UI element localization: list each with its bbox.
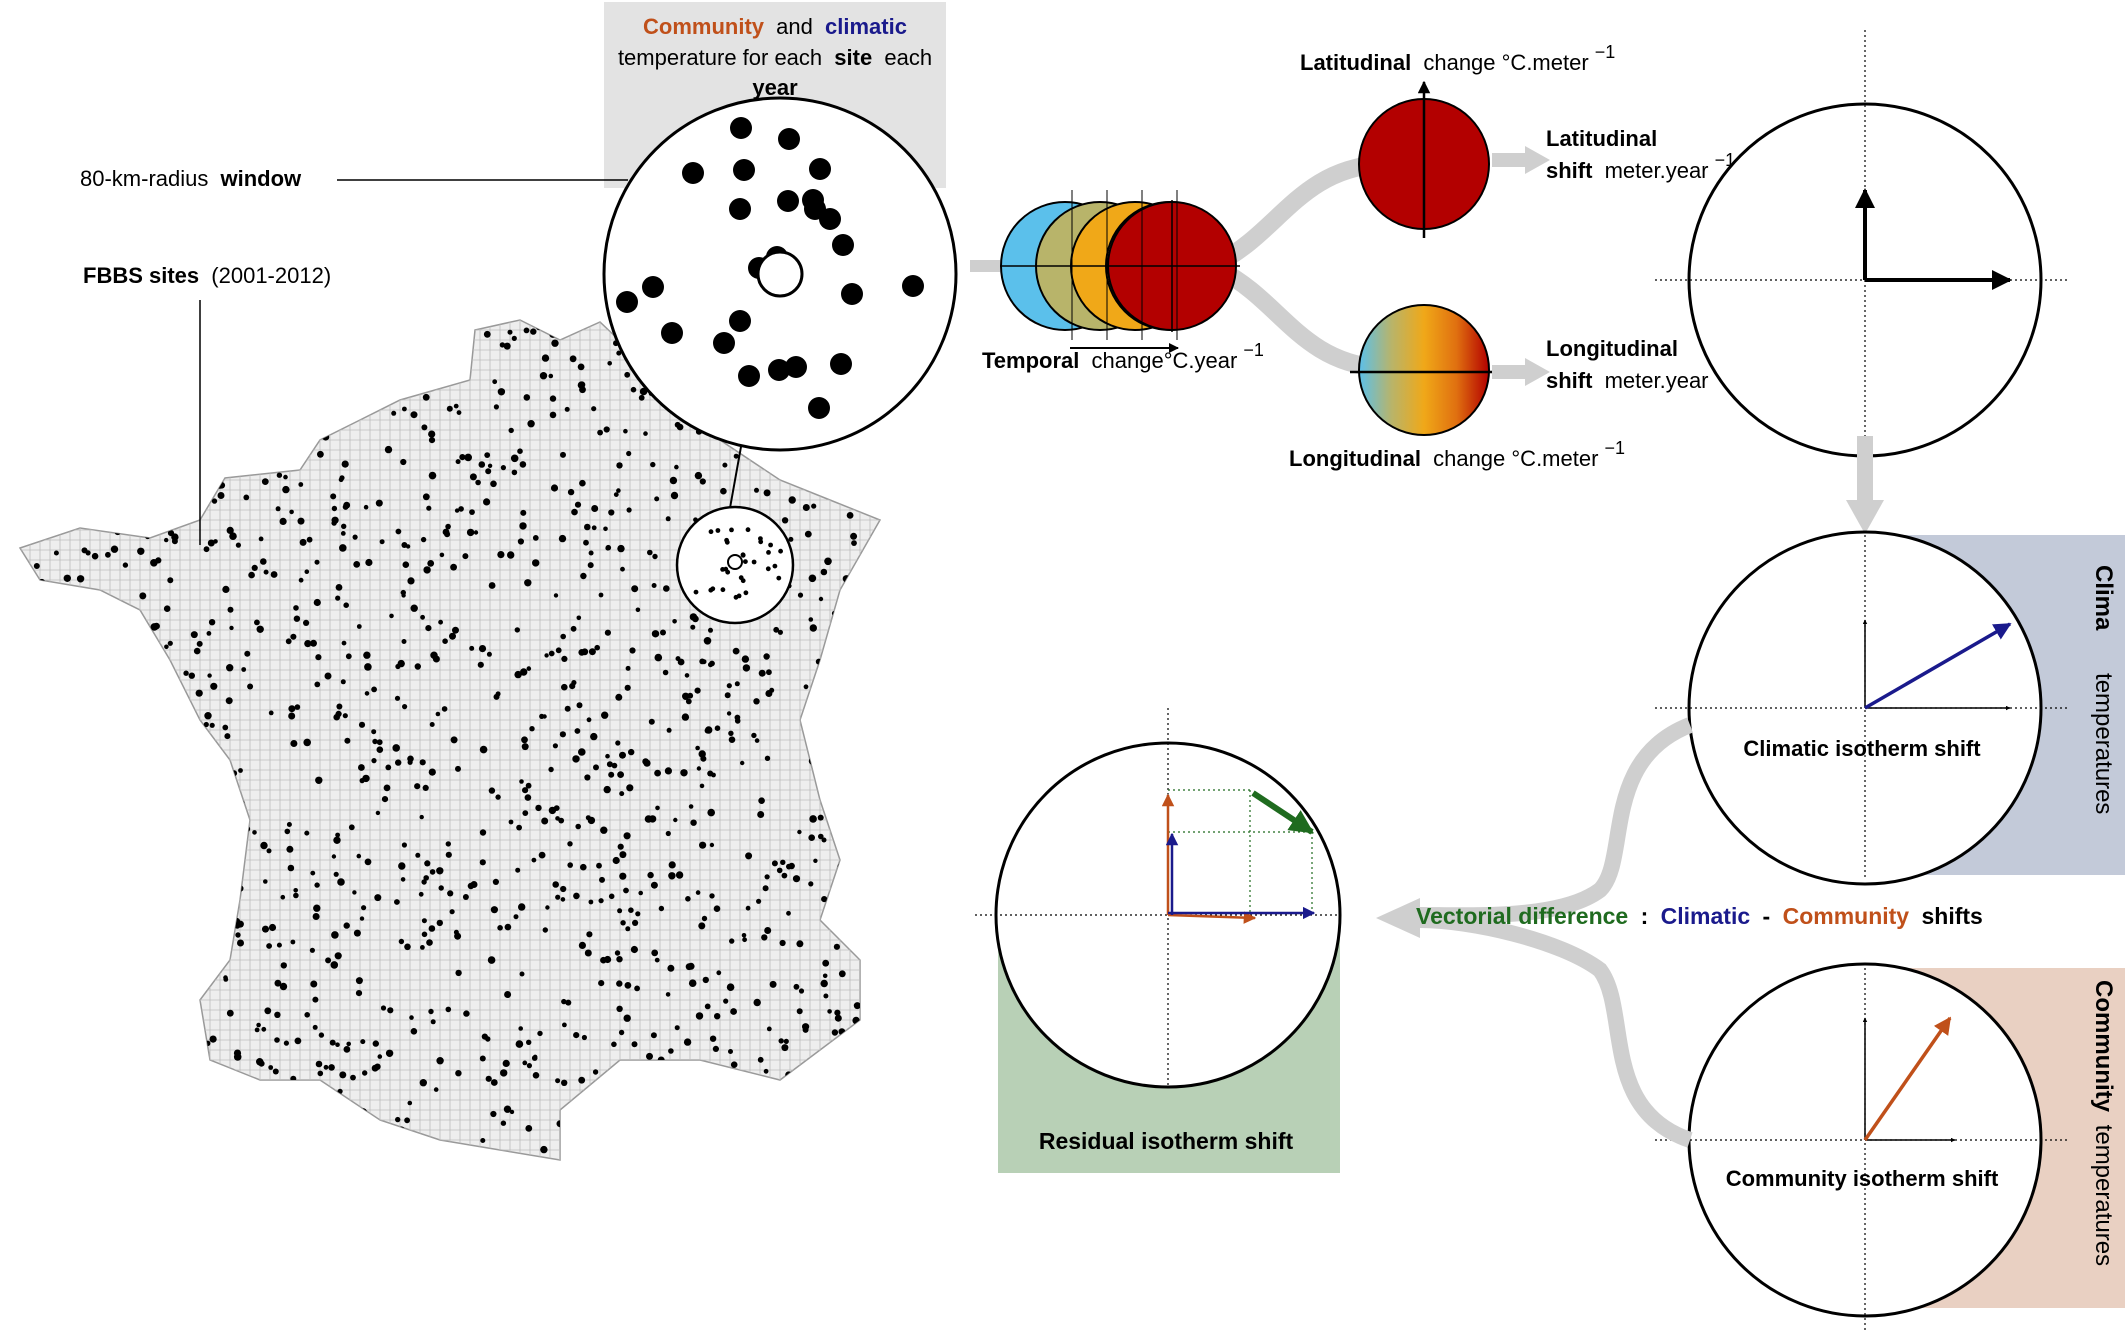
window-label: 80-km-radius window [80,166,302,191]
climatic-side-label: Clima temperatures [2090,565,2117,814]
residual-shift-label: Residual isotherm shift [1039,1128,1294,1154]
latitudinal-change-label: Latitudinal change °C.meter −1 [1300,42,1615,75]
community-shift-label: Community isotherm shift [1726,1166,1999,1191]
climatic-shift-label: Climatic isotherm shift [1743,736,1981,761]
temporal-label: Temporal change°C.year −1 [982,340,1264,373]
sites-label: FBBS sites (2001-2012) [83,263,331,288]
top-box-title: Community and climatic [643,14,907,39]
map-window-dots [693,527,783,600]
community-side-label: Community temperatures [2090,980,2117,1266]
top-box-line2: temperature for each site each [618,45,932,70]
temporal-discs [1000,190,1240,353]
longitudinal-shift-label-2: shift meter.year −1 [1546,360,1735,393]
latitudinal-shift-label-2: shift meter.year −1 [1546,150,1735,183]
vectorial-difference-label: Vectorial difference : Climatic - Commun… [1416,903,1983,929]
top-box-year: year [752,75,798,100]
zoom-window-dots [616,117,924,419]
longitudinal-shift-label-1: Longitudinal [1546,336,1678,361]
focal-site-circle [756,250,804,298]
latitudinal-shift-label-1: Latitudinal [1546,126,1657,151]
longitudinal-change-label: Longitudinal change °C.meter −1 [1289,438,1625,471]
longitudinal-disc [1358,304,1490,436]
